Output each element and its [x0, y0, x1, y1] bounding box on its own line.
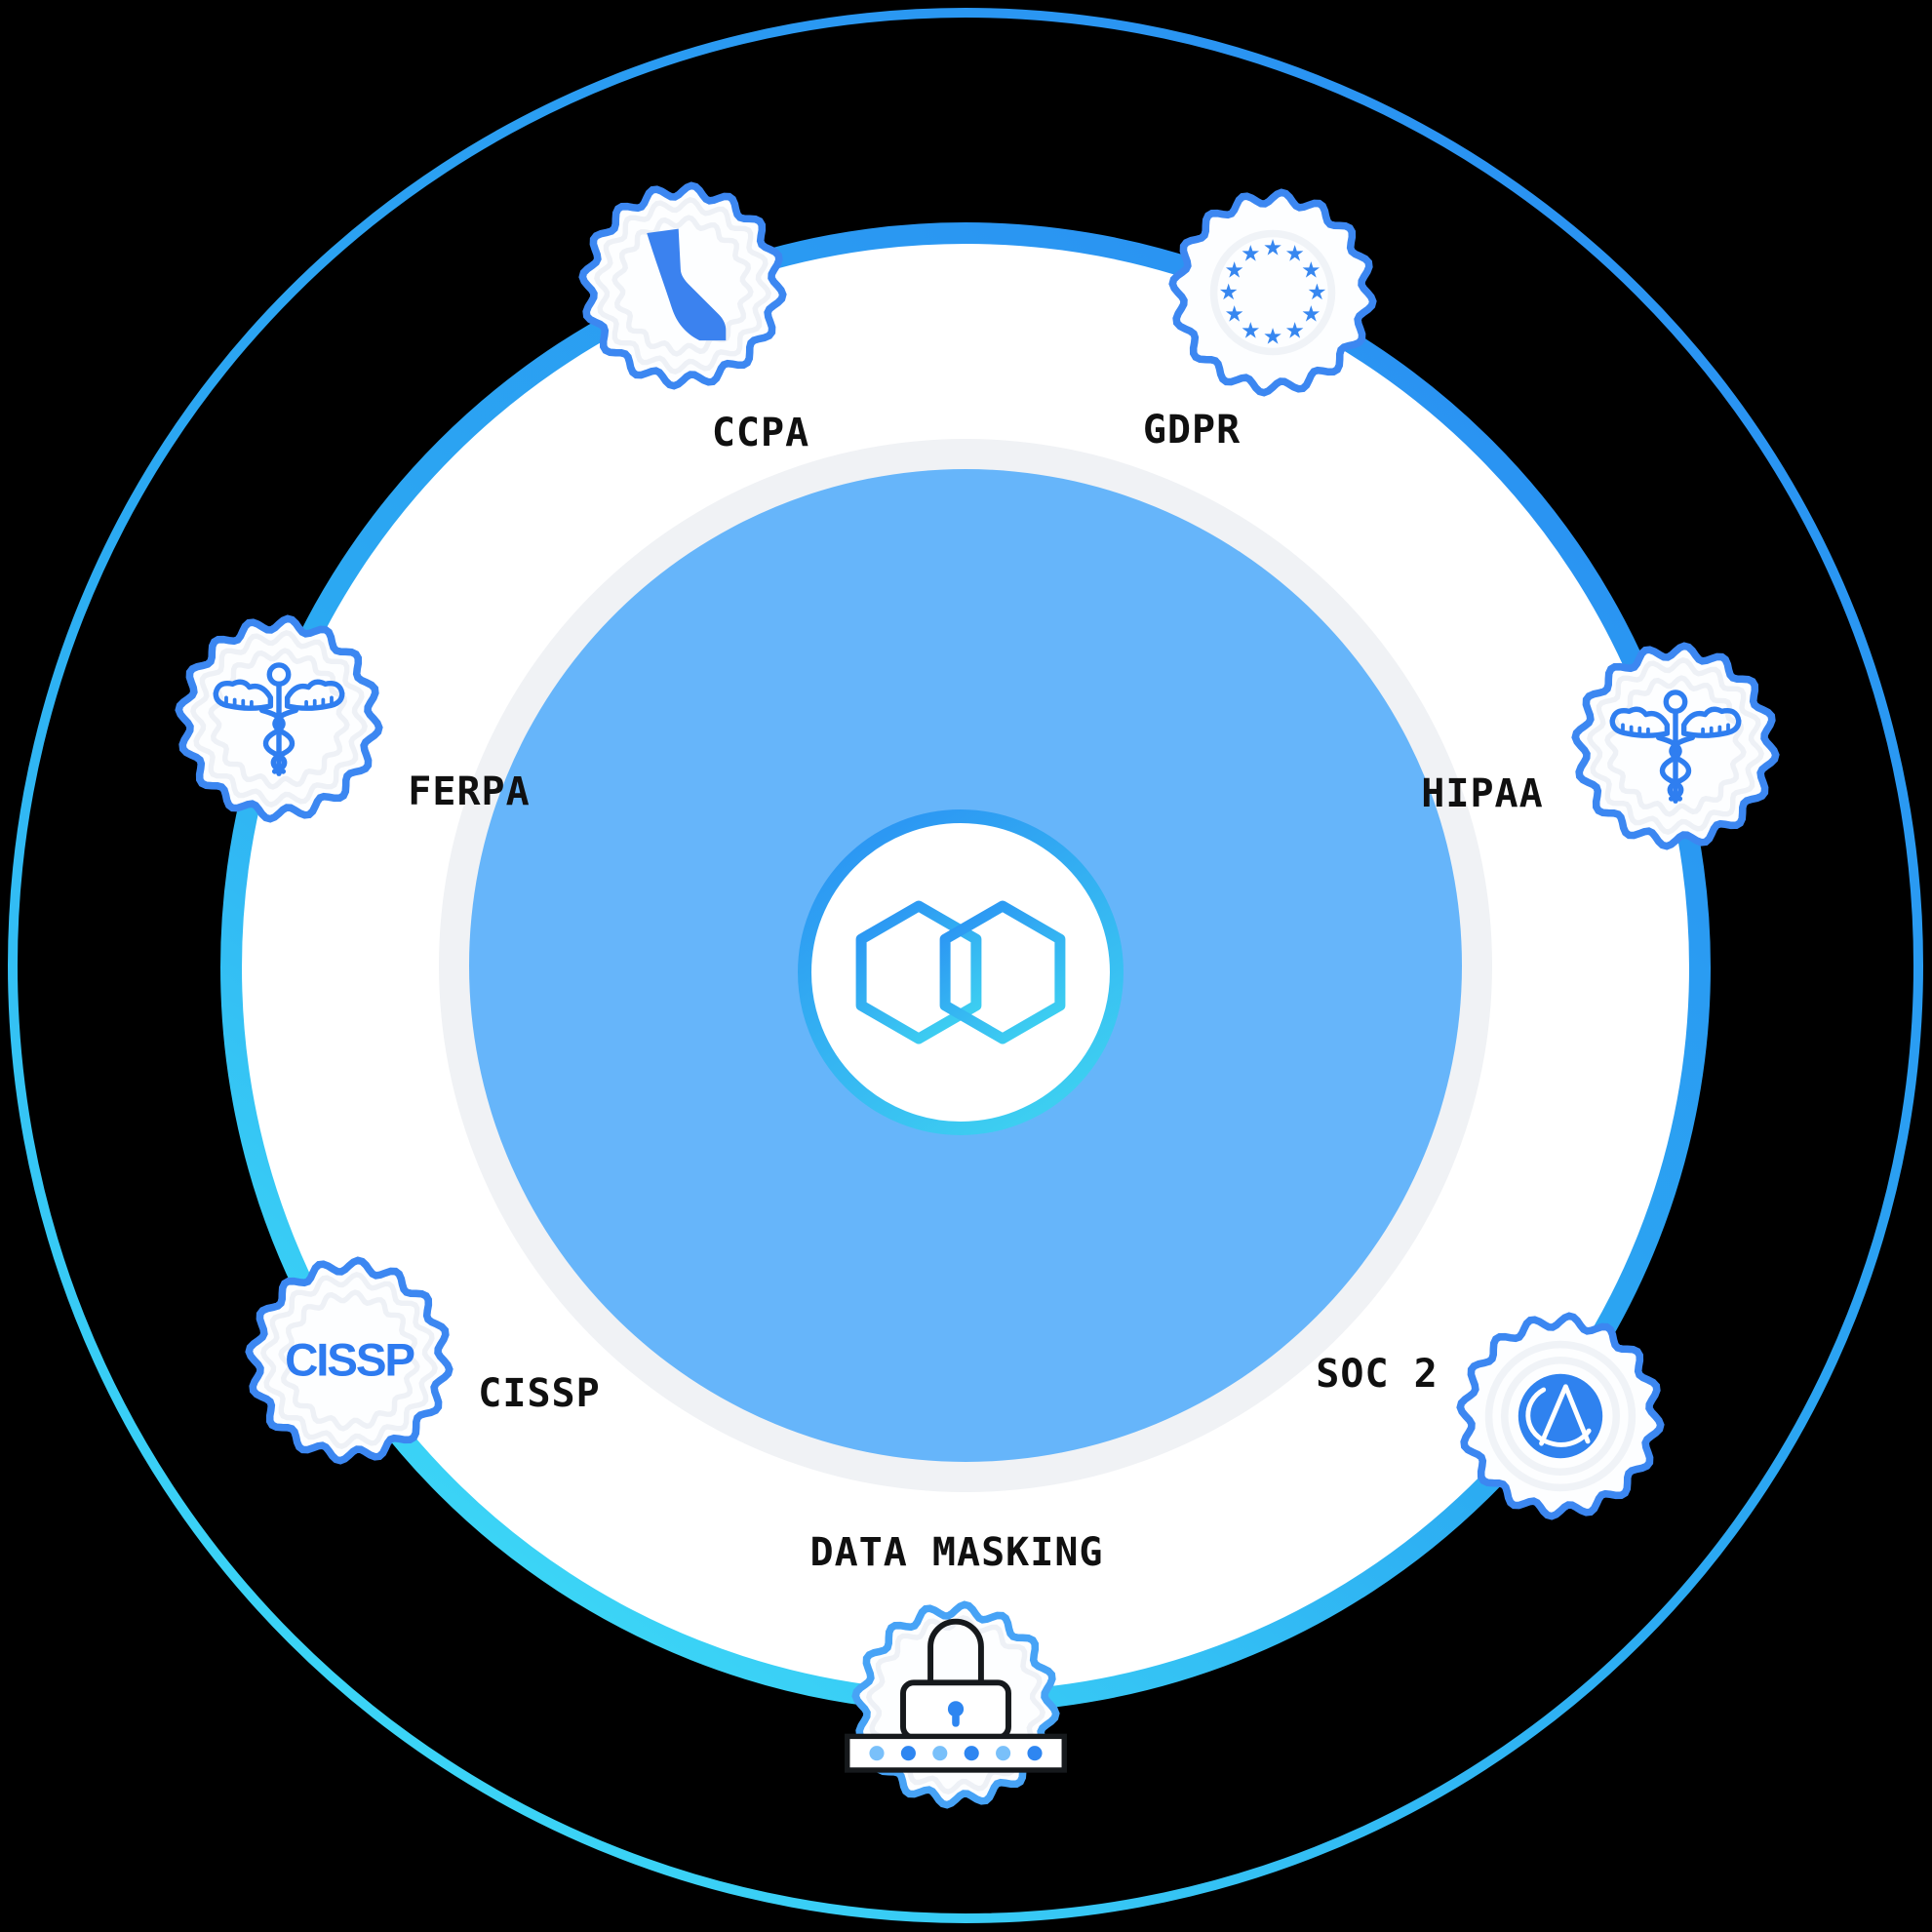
- svg-text:★: ★: [1225, 302, 1244, 328]
- seal-border: [245, 1256, 453, 1465]
- password-bar-icon: [845, 1733, 1067, 1773]
- badge-cissp: CISSP: [244, 1255, 454, 1466]
- center-logo: [798, 809, 1124, 1135]
- svg-text:★: ★: [1285, 242, 1305, 267]
- badge-ferpa: [174, 613, 384, 824]
- badge-gdpr: ★ ★ ★ ★ ★ ★ ★ ★ ★ ★ ★ ★: [1167, 187, 1378, 398]
- label-ccpa: CCPA: [711, 411, 810, 455]
- keyhole: [947, 1701, 965, 1717]
- svg-text:★: ★: [1263, 324, 1282, 349]
- svg-text:★: ★: [1225, 257, 1244, 283]
- cissp-wordmark: CISSP: [285, 1335, 414, 1387]
- badge-ccpa: [577, 180, 788, 391]
- label-data-masking: DATA MASKING: [809, 1530, 1104, 1575]
- hexagon-logo-icon: [855, 900, 1066, 1045]
- seal-border: [1168, 188, 1377, 397]
- badge-hipaa: [1570, 641, 1781, 851]
- badge-data-masking: [845, 1599, 1067, 1810]
- svg-text:★: ★: [1218, 280, 1238, 305]
- label-cissp: CISSP: [478, 1371, 601, 1416]
- svg-text:★: ★: [1301, 302, 1321, 328]
- svg-text:★: ★: [1241, 318, 1260, 343]
- logo-circle: [798, 809, 1124, 1135]
- badge-soc2: [1455, 1311, 1666, 1521]
- eu-stars-icon: ★ ★ ★ ★ ★ ★ ★ ★ ★ ★ ★ ★: [1218, 236, 1326, 350]
- california-icon: [647, 228, 727, 341]
- svg-text:★: ★: [1307, 280, 1326, 305]
- outer-orbit-circle: [8, 8, 1923, 1923]
- label-hipaa: HIPAA: [1421, 771, 1544, 816]
- globe-triangle-icon: [1518, 1373, 1603, 1459]
- svg-text:★: ★: [1301, 257, 1321, 283]
- caduceus-icon: [1609, 690, 1742, 804]
- svg-text:★: ★: [1241, 242, 1260, 267]
- svg-text:★: ★: [1263, 236, 1282, 261]
- label-gdpr: GDPR: [1142, 408, 1242, 453]
- label-ferpa: FERPA: [408, 769, 531, 814]
- caduceus-icon: [213, 662, 345, 776]
- shackle: [927, 1618, 984, 1686]
- svg-text:★: ★: [1285, 318, 1305, 343]
- label-soc2: SOC 2: [1316, 1352, 1439, 1397]
